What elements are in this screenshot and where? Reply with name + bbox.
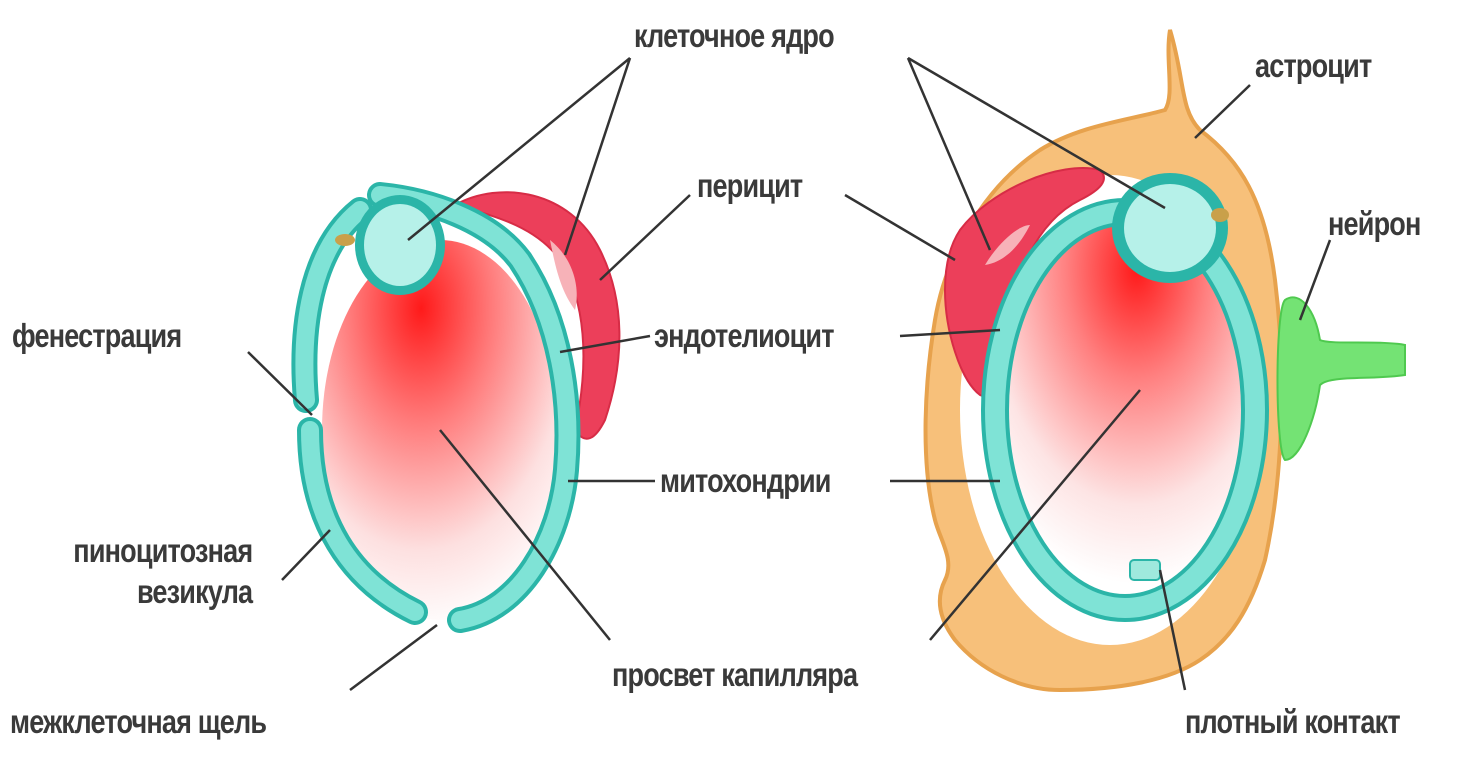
- label-endotheliocyte: эндотелиоцит: [654, 318, 834, 354]
- endothelial-nucleus-left-inner: [364, 204, 436, 286]
- leader-pericyte-1: [600, 195, 690, 280]
- label-neuron: нейрон: [1328, 206, 1421, 242]
- leader-gap: [350, 625, 437, 690]
- endothelial-nucleus-right-inner: [1124, 184, 1216, 272]
- label-capillary-lumen: просвет капилляра: [612, 657, 857, 693]
- label-fenestration: фенестрация: [12, 318, 181, 354]
- leader-vesicle: [282, 530, 330, 580]
- mitochondrion-left: [335, 234, 355, 246]
- label-intercellular-gap: межклеточная щель: [10, 704, 266, 740]
- leader-pericyte-2: [845, 195, 955, 260]
- label-pericyte: перицит: [697, 168, 802, 204]
- leader-astrocyte: [1195, 85, 1250, 138]
- label-mitochondria: митохондрии: [660, 463, 831, 499]
- leader-nucleus-3: [908, 58, 990, 250]
- mitochondrion-right: [1211, 208, 1229, 222]
- label-astrocyte: астроцит: [1255, 48, 1371, 84]
- label-cell-nucleus: клеточное ядро: [634, 18, 834, 54]
- fenestrated-capillary: [304, 192, 619, 620]
- label-pinocytotic-vesicle: пиноцитозная везикула: [35, 530, 252, 613]
- label-tight-junction: плотный контакт: [1185, 704, 1400, 740]
- tight-junction-marker: [1130, 560, 1160, 580]
- leader-nucleus-2: [565, 58, 630, 255]
- leader-neuron: [1300, 240, 1330, 320]
- label-pinocytotic-vesicle-text: пиноцитозная везикула: [35, 530, 252, 613]
- neuron: [1278, 297, 1406, 460]
